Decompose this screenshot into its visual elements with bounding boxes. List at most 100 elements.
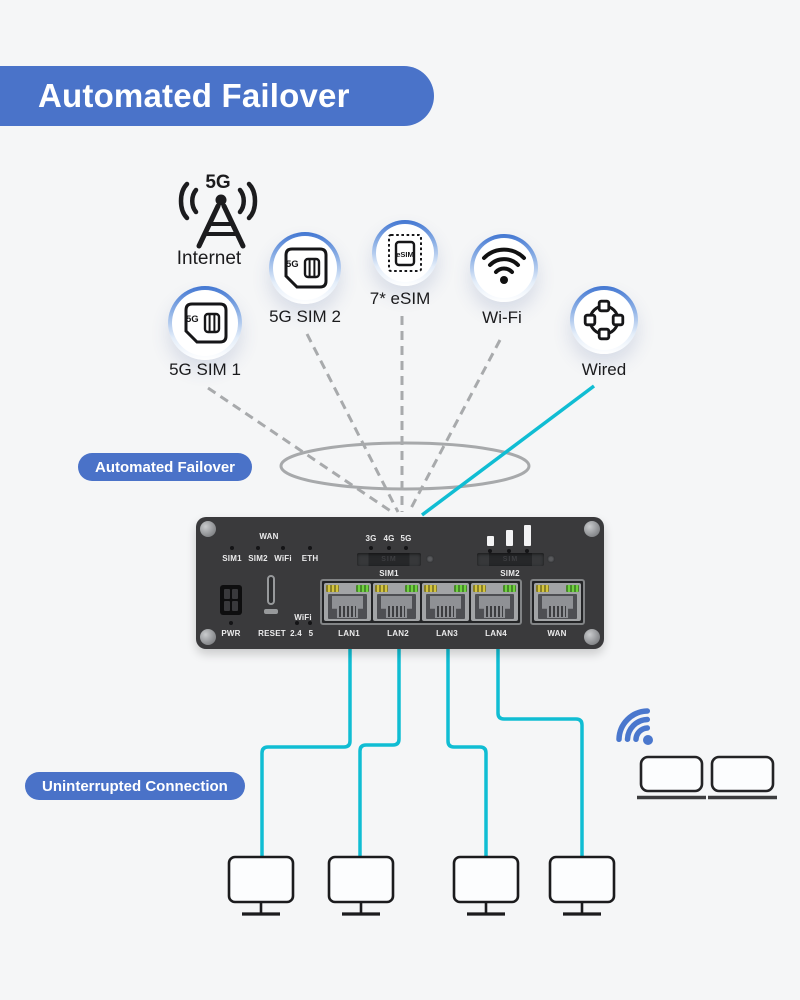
sim1-slot-label: SIM1 <box>379 569 399 578</box>
port-led-yellow <box>424 585 437 592</box>
uninterrupted-pill: Uninterrupted Connection <box>25 772 245 800</box>
router-device: WAN SIM1 SIM2 WiFi ETH 3G 4G 5G SIM SIM1… <box>196 517 604 649</box>
desktop-icon-4 <box>548 855 616 916</box>
lan2-cable <box>358 645 401 858</box>
laptop-icon-1 <box>637 755 706 800</box>
wifi5-led <box>308 621 312 625</box>
lan1-label: LAN1 <box>338 629 360 638</box>
signal-bar-3 <box>524 525 531 546</box>
power-connector <box>220 585 242 615</box>
port-led-yellow <box>536 585 549 592</box>
lan1-port <box>324 583 371 621</box>
port-led-yellow <box>375 585 388 592</box>
pwr-led <box>229 621 233 625</box>
desktop-icon-1 <box>227 855 295 916</box>
wan-port-label: WAN <box>547 629 567 638</box>
lan4-port <box>471 583 518 621</box>
led-3g-label: 3G <box>365 534 377 543</box>
esim-icon: eSIM <box>376 224 434 282</box>
page-title-banner: Automated Failover <box>0 66 434 126</box>
link-line-sim1 <box>207 386 393 514</box>
source-label-wired: Wired <box>581 360 627 379</box>
eth-led-label: ETH <box>301 554 319 563</box>
wifi24-led <box>295 621 299 625</box>
wifi-signal-icon <box>616 708 653 745</box>
wan-led-label: WAN <box>259 532 279 541</box>
signal-led-2 <box>507 549 511 553</box>
esim-glyph <box>388 234 422 272</box>
sim1-slot: SIM <box>357 553 421 566</box>
port-led-green <box>503 585 516 592</box>
sim2-led-label: SIM2 <box>248 554 268 563</box>
signal-led-1 <box>488 549 492 553</box>
led-4g-label: 4G <box>383 534 395 543</box>
source-circle-wired <box>570 286 638 354</box>
screw-icon <box>584 629 600 645</box>
internet-label: Internet <box>176 248 242 269</box>
port-led-green <box>405 585 418 592</box>
sim-card-text: 5G <box>286 259 299 270</box>
desktop-icon-3 <box>452 855 520 916</box>
sim1-slot-etch: SIM <box>381 556 397 563</box>
wifi-led-label: WiFi <box>274 554 292 563</box>
source-circle-esim: eSIM <box>372 220 438 286</box>
failover-pill-label: Automated Failover <box>95 458 236 476</box>
eth-led <box>308 546 312 550</box>
lan2-label: LAN2 <box>387 629 409 638</box>
lan1-cable <box>260 645 352 858</box>
page-title: Automated Failover <box>38 77 350 114</box>
sim-card-icon: 5G <box>172 290 238 356</box>
signal-bar-2 <box>506 530 513 546</box>
lan3-port <box>422 583 469 621</box>
wifi-led <box>281 546 285 550</box>
wired-glyph <box>583 299 625 341</box>
lan4-cable <box>496 645 584 858</box>
led-3g <box>369 546 373 550</box>
uninterrupted-pill-label: Uninterrupted Connection <box>42 777 228 795</box>
source-circle-sim2: 5G <box>269 232 341 304</box>
sim2-led <box>256 546 260 550</box>
desktop-icon-2 <box>327 855 395 916</box>
screw-hole-icon <box>426 555 434 563</box>
source-label-esim: 7* eSIM <box>369 289 431 308</box>
port-led-yellow <box>473 585 486 592</box>
port-led-yellow <box>326 585 339 592</box>
lan3-cable <box>446 645 488 858</box>
sim1-led-label: SIM1 <box>222 554 242 563</box>
source-label-sim2: 5G SIM 2 <box>269 307 341 326</box>
source-circle-sim1: 5G <box>168 286 242 360</box>
port-led-green <box>356 585 369 592</box>
wifi5-label: 5 <box>308 629 314 638</box>
wan-port <box>534 583 581 621</box>
port-led-green <box>454 585 467 592</box>
led-5g-label: 5G <box>400 534 412 543</box>
sim1-led <box>230 546 234 550</box>
led-5g <box>404 546 408 550</box>
link-line-sim2 <box>305 333 400 513</box>
sim-card-icon: 5G <box>273 236 337 300</box>
screw-icon <box>584 521 600 537</box>
lan3-label: LAN3 <box>436 629 458 638</box>
wifi-glyph <box>482 247 526 284</box>
link-line-wired <box>420 384 596 517</box>
esim-text: eSIM <box>396 249 414 259</box>
reset-indicator <box>264 609 278 614</box>
sim2-slot-label: SIM2 <box>500 569 520 578</box>
source-circle-wifi <box>470 234 538 302</box>
wan-port-block <box>530 579 585 625</box>
wifi24-label: 2.4 <box>290 629 302 638</box>
wifi-band-title: WiFi <box>294 613 312 622</box>
lan2-port <box>373 583 420 621</box>
reset-button <box>267 575 275 605</box>
screw-hole-icon <box>547 555 555 563</box>
failover-funnel-ellipse <box>279 441 531 491</box>
sim2-slot-etch: SIM <box>502 556 519 563</box>
cell-tower-icon <box>178 181 258 249</box>
pwr-label: PWR <box>221 629 241 638</box>
signal-led-3 <box>525 549 529 553</box>
sim-card-glyph <box>284 247 328 289</box>
wired-network-icon <box>574 290 634 350</box>
sim2-slot: SIM <box>477 553 544 566</box>
